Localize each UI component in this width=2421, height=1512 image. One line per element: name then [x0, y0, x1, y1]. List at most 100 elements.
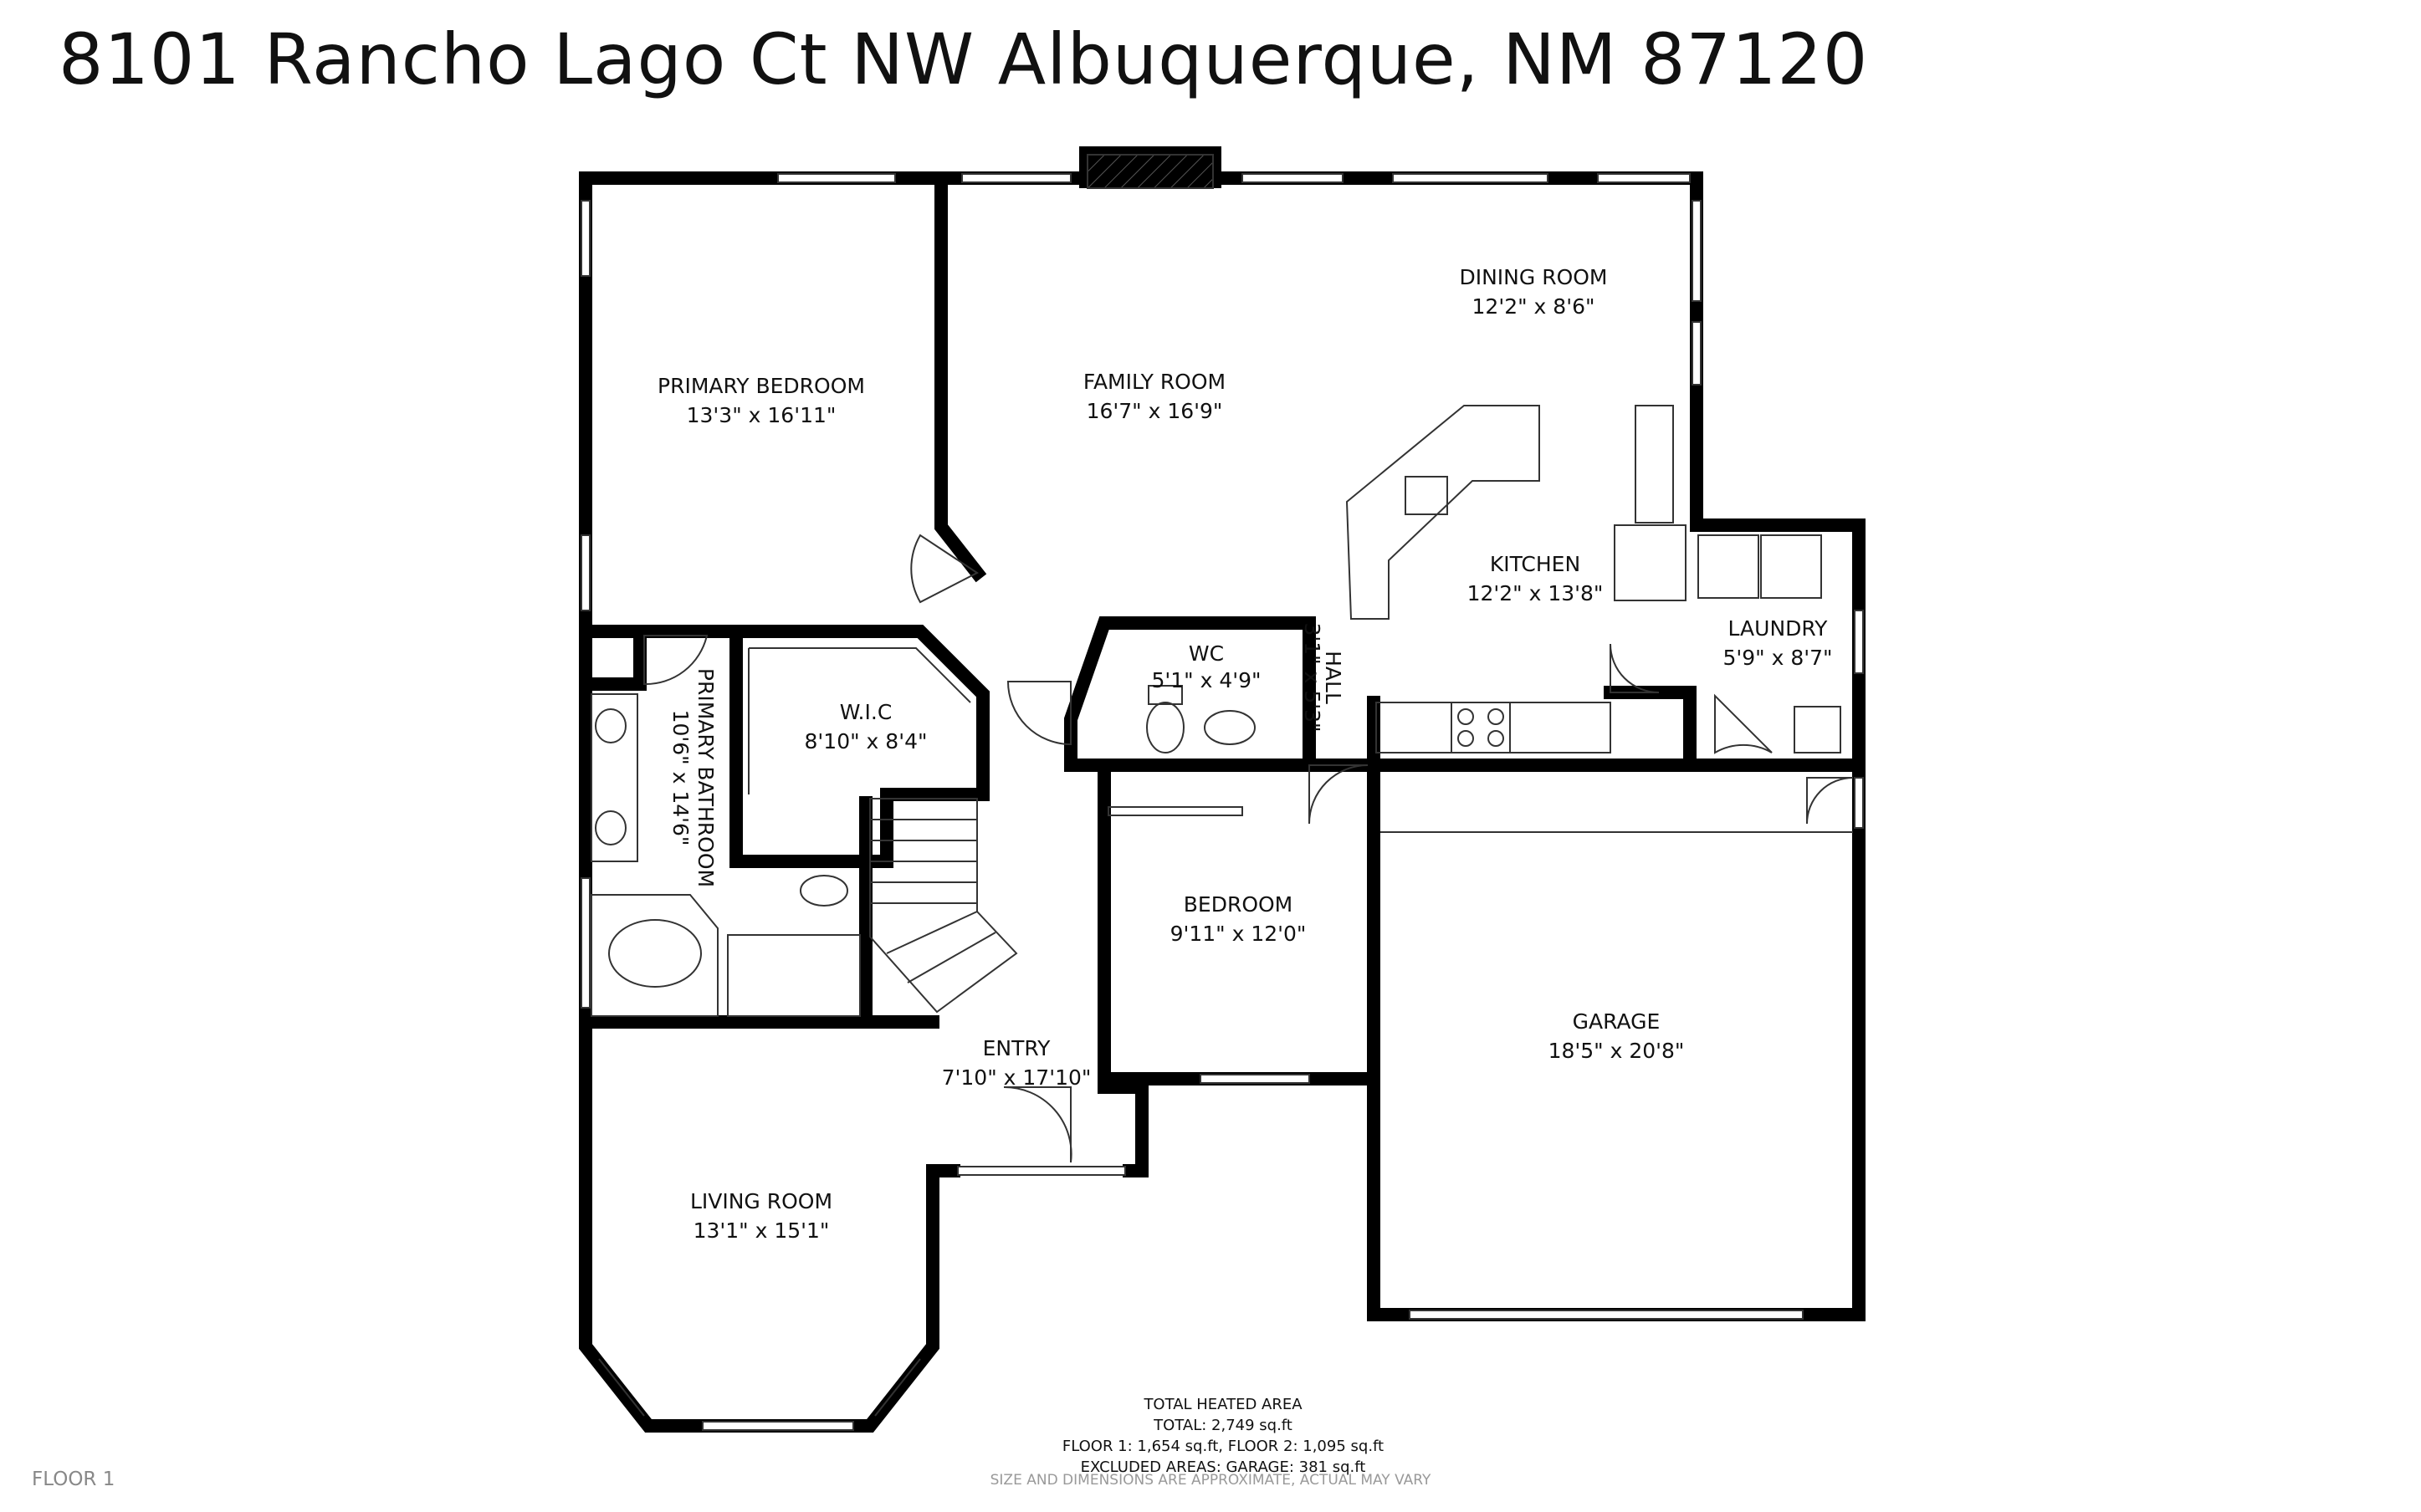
room-size-hall: 3'1" x 5'3" [1300, 622, 1324, 732]
room-name-hall: HALL [1321, 651, 1345, 704]
window [581, 534, 591, 611]
window [1597, 173, 1691, 183]
wall-entry-bottom [1098, 1080, 1149, 1177]
doors [643, 534, 1854, 1163]
area-summary: TOTAL HEATED AREA TOTAL: 2,749 sq.ft FLO… [1062, 1396, 1384, 1476]
door-swing [643, 635, 709, 686]
room-name-dining-room: DINING ROOM [1459, 265, 1607, 289]
bedroom-closet [1108, 806, 1243, 816]
area-total: TOTAL: 2,749 sq.ft [1153, 1417, 1292, 1434]
bathtub [591, 894, 719, 1017]
room-name-primary-bedroom: PRIMARY BEDROOM [658, 374, 865, 398]
fireplace [1087, 154, 1214, 189]
window [581, 200, 591, 277]
shower [727, 934, 861, 1017]
window-bay-right [874, 1358, 921, 1417]
area-floors: FLOOR 1: 1,654 sq.ft, FLOOR 2: 1,095 sq.… [1062, 1438, 1384, 1455]
bath-sink [595, 708, 627, 743]
room-size-family-room: 16'7" x 16'9" [1087, 399, 1223, 423]
room-size-wc: 5'1" x 4'9" [1151, 668, 1261, 692]
window [1854, 610, 1864, 674]
staircase [869, 798, 1018, 1014]
toilet [1146, 702, 1185, 753]
wall-laundry [1690, 518, 1866, 772]
window [961, 173, 1072, 183]
room-name-family-room: FAMILY ROOM [1083, 370, 1226, 394]
wall-bath-inner [579, 625, 647, 691]
window [777, 173, 896, 183]
room-name-primary-bathroom: PRIMARY BATHROOM [694, 668, 718, 887]
window [702, 1421, 854, 1431]
stove-burner [1487, 730, 1504, 747]
room-name-living-room: LIVING ROOM [690, 1189, 832, 1213]
toilet-tank [1148, 685, 1183, 705]
room-name-laundry: LAUNDRY [1728, 616, 1829, 641]
window [1200, 1074, 1310, 1084]
stove-burner [1457, 730, 1474, 747]
door-swing [1806, 777, 1854, 825]
room-size-primary-bathroom: 10'6" x 14'6" [668, 710, 693, 846]
kitchen-island [1345, 405, 1540, 620]
window [1854, 777, 1864, 829]
room-name-wc: WC [1189, 641, 1224, 666]
pantry-cabinet [1614, 524, 1687, 601]
room-size-kitchen: 12'2" x 13'8" [1467, 581, 1604, 605]
area-heading: TOTAL HEATED AREA [1143, 1396, 1303, 1413]
fixtures [591, 405, 1853, 1017]
window [957, 1166, 1126, 1176]
stair-tread [886, 911, 978, 954]
window-garage-door [1409, 1310, 1804, 1320]
wall-primary-bottom [579, 625, 990, 868]
room-size-bedroom: 9'11" x 12'0" [1170, 922, 1307, 946]
door-swing [1308, 764, 1369, 825]
wall-living [579, 1019, 960, 1433]
wall-bedroom-divider [934, 171, 987, 583]
floor-label: FLOOR 1 [32, 1469, 115, 1490]
bath-toilet [800, 875, 848, 907]
window [1692, 200, 1702, 302]
dryer [1760, 534, 1822, 599]
room-name-wic: W.I.C [840, 700, 893, 724]
door-swing [1610, 643, 1660, 693]
stove-burner [1457, 708, 1474, 725]
room-name-garage: GARAGE [1573, 1009, 1661, 1034]
window [1392, 173, 1548, 183]
room-size-garage: 18'5" x 20'8" [1548, 1039, 1685, 1063]
laundry-sink [1794, 706, 1841, 753]
wc-sink [1204, 710, 1256, 745]
room-labels: PRIMARY BEDROOM 13'3" x 16'11" FAMILY RO… [658, 265, 1833, 1243]
room-name-kitchen: KITCHEN [1490, 552, 1580, 576]
area-excluded: EXCLUDED AREAS: GARAGE: 381 sq.ft [1081, 1458, 1366, 1476]
door-swing [910, 534, 979, 604]
tub-basin [608, 919, 702, 988]
room-size-primary-bedroom: 13'3" x 16'11" [687, 403, 837, 427]
windows [581, 173, 1864, 1431]
kitchen-sink [1405, 476, 1448, 515]
stove [1451, 702, 1511, 753]
property-address: 8101 Rancho Lago Ct NW Albuquerque, NM 8… [59, 18, 1869, 100]
closet-shelf [749, 647, 971, 703]
door-swing [1714, 693, 1773, 754]
window [581, 877, 591, 1009]
room-size-laundry: 5'9" x 8'7" [1722, 646, 1832, 670]
door-swing [1003, 1085, 1072, 1163]
refrigerator [1635, 405, 1674, 524]
stair-tread [907, 932, 996, 983]
vanity [591, 693, 638, 862]
stove-burner [1487, 708, 1504, 725]
room-size-dining-room: 12'2" x 8'6" [1472, 294, 1595, 319]
bath-sink [595, 810, 627, 845]
wall-pantry [1604, 686, 1697, 772]
door-swing [1006, 681, 1072, 746]
window [1692, 321, 1702, 386]
room-size-living-room: 13'1" x 15'1" [694, 1218, 830, 1243]
washer [1697, 534, 1759, 599]
room-name-bedroom: BEDROOM [1184, 892, 1293, 917]
window [1241, 173, 1344, 183]
disclaimer: SIZE AND DIMENSIONS ARE APPROXIMATE, ACT… [990, 1472, 1431, 1489]
room-size-wic: 8'10" x 8'4" [805, 729, 928, 753]
window-bay-left [598, 1358, 645, 1417]
room-size-entry: 7'10" x 17'10" [942, 1065, 1092, 1090]
room-name-entry: ENTRY [983, 1036, 1052, 1060]
